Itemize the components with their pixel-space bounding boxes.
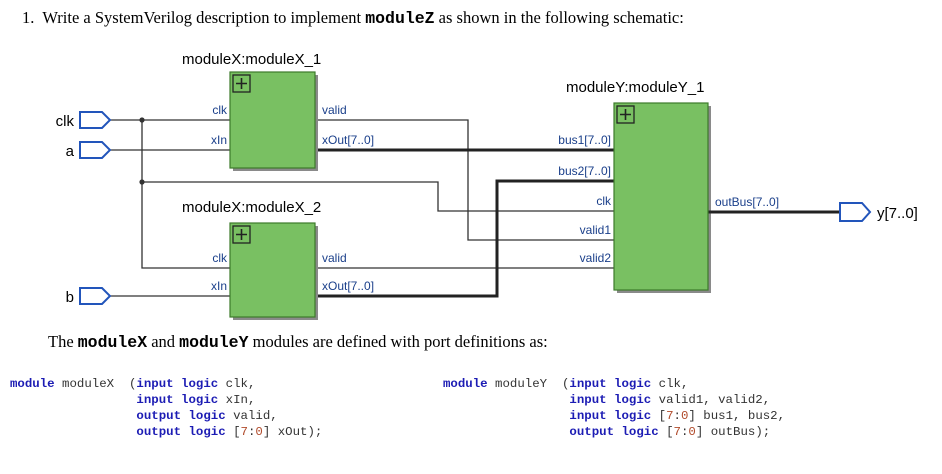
label-y: y[7..0] (877, 205, 918, 222)
question-line: 1. Write a SystemVerilog description to i… (22, 8, 684, 28)
module-x2-title: moduleX:moduleX_2 (182, 199, 321, 216)
x2-port-clk: clk (212, 251, 228, 265)
label-a: a (66, 143, 75, 160)
module-y-name: moduleY (179, 333, 249, 352)
y1-port-valid2: valid2 (580, 251, 612, 265)
x1-port-valid: valid (322, 103, 347, 117)
bus-wires (318, 148, 840, 298)
pin-y (839, 202, 872, 222)
label-clk: clk (56, 113, 75, 130)
code-block-module-y: module moduleY (input logic clk, input l… (443, 376, 785, 440)
code-y-line-2: input logic valid1, valid2, (569, 393, 771, 407)
module-z-name: moduleZ (365, 9, 435, 28)
y1-port-bus1: bus1[7..0] (558, 133, 611, 147)
y1-port-bus2: bus2[7..0] (558, 164, 611, 178)
x2-port-xout: xOut[7..0] (322, 279, 374, 293)
x2-port-valid: valid (322, 251, 347, 265)
label-b: b (66, 289, 74, 306)
module-y1-title: moduleY:moduleY_1 (566, 79, 704, 96)
junction-dot-1 (139, 117, 145, 123)
code-x-line-1: module moduleX (input logic clk, (10, 377, 256, 391)
bus-x2-to-y (318, 179, 614, 298)
module-x2-block: moduleX:moduleX_2 clk xIn valid xOut[7..… (182, 199, 374, 320)
x1-port-clk: clk (212, 103, 228, 117)
code-x-line-4: output logic [7:0] xOut); (136, 425, 323, 439)
ports-sentence-pre: The (48, 332, 74, 351)
module-y1-block: moduleY:moduleY_1 bus1[7..0] bus2[7..0] … (558, 79, 779, 293)
code-x-line-2: input logic xIn, (136, 393, 256, 407)
y1-port-outbus: outBus[7..0] (715, 195, 779, 209)
wire-clk-to-x2 (141, 120, 230, 269)
x2-port-xin: xIn (211, 279, 227, 293)
ports-sentence: The moduleX and moduleY modules are defi… (48, 332, 548, 352)
pin-a (79, 141, 112, 159)
pin-b (79, 287, 112, 305)
code-y-line-3: input logic [7:0] bus1, bus2, (569, 409, 786, 423)
question-text-pre: Write a SystemVerilog description to imp… (42, 8, 362, 27)
pin-clk (79, 111, 112, 129)
module-x1-block: moduleX:moduleX_1 clk xIn valid xOut[7..… (182, 51, 374, 171)
code-y-line-1: module moduleY (input logic clk, (443, 377, 689, 391)
junction-dot-2 (139, 179, 145, 185)
y1-port-clk: clk (596, 194, 612, 208)
x1-port-xout: xOut[7..0] (322, 133, 374, 147)
wire-valid1 (318, 119, 614, 241)
x1-port-xin: xIn (211, 133, 227, 147)
code-block-module-x: module moduleX (input logic clk, input l… (10, 376, 322, 440)
ports-sentence-mid: and (151, 332, 176, 351)
module-x-name: moduleX (77, 333, 148, 352)
input-pins (79, 111, 112, 305)
y1-port-valid1: valid1 (580, 223, 612, 237)
code-x-line-3: output logic valid, (136, 409, 278, 423)
wire-clk-to-y (142, 181, 614, 212)
question-text-post: as shown in the following schematic: (438, 8, 684, 27)
schematic-diagram: clk a b y[7..0] moduleX:moduleX_1 clk xI… (56, 51, 918, 320)
code-y-line-4: output logic [7:0] outBus); (569, 425, 771, 439)
module-x1-title: moduleX:moduleX_1 (182, 51, 321, 68)
question-number: 1. (22, 8, 35, 27)
ports-sentence-post: modules are defined with port definition… (252, 332, 548, 351)
thin-wires (110, 119, 614, 297)
